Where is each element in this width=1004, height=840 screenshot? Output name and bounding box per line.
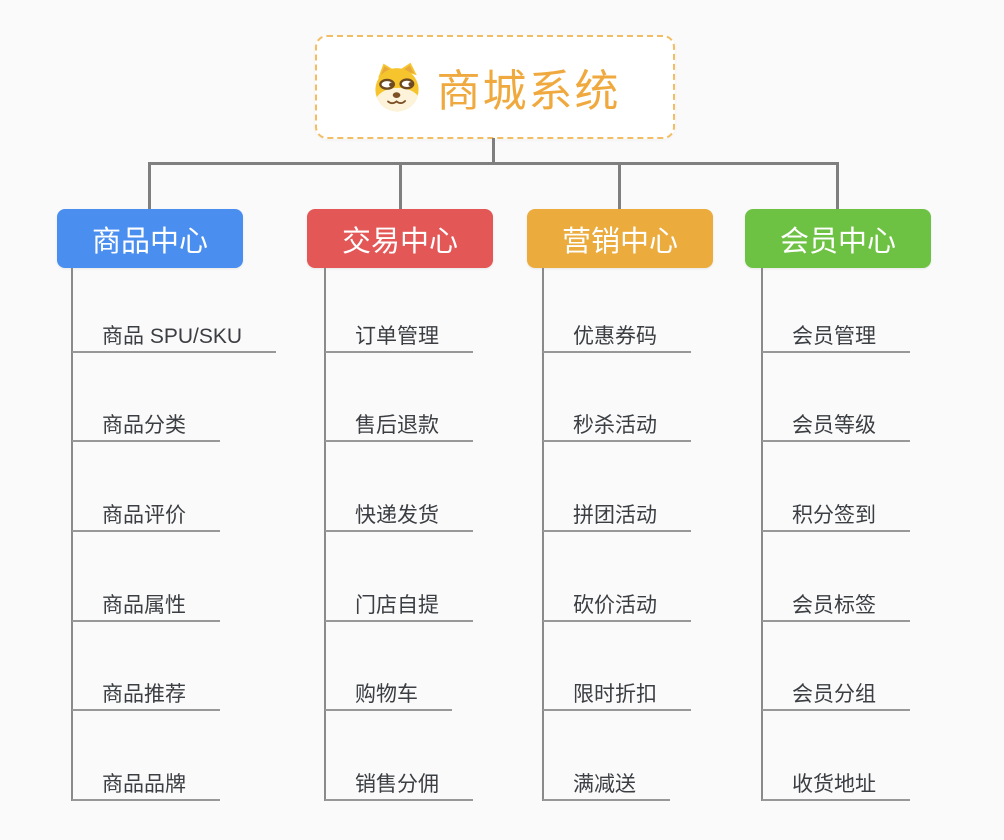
branch-line [324,268,326,801]
branch-node-trade-center[interactable]: 交易中心 [307,209,493,268]
leaf-item[interactable]: 商品分类 [72,406,220,442]
branch-line [71,268,73,801]
branch-node-product-center[interactable]: 商品中心 [57,209,243,268]
branch-node-marketing-center[interactable]: 营销中心 [527,209,713,268]
leaf-item[interactable]: 会员标签 [762,586,910,622]
doge-face-icon [374,62,419,112]
leaf-item[interactable]: 砍价活动 [543,586,691,622]
leaf-item[interactable]: 积分签到 [762,496,910,532]
leaf-item[interactable]: 商品 SPU/SKU [72,317,277,353]
leaf-item[interactable]: 会员分组 [762,675,910,711]
branch-line [761,268,763,801]
leaf-item[interactable]: 购物车 [325,675,452,711]
leaf-item[interactable]: 商品属性 [72,586,220,622]
leaf-item[interactable]: 订单管理 [325,317,473,353]
leaf-item[interactable]: 拼团活动 [543,496,691,532]
connector-horizontal-bar [148,162,839,165]
leaf-item[interactable]: 商品评价 [72,496,220,532]
connector-drop [399,162,402,210]
leaf-item[interactable]: 快递发货 [325,496,473,532]
leaf-item[interactable]: 优惠券码 [543,317,691,353]
leaf-item[interactable]: 门店自提 [325,586,473,622]
branch-line [542,268,544,801]
leaf-item[interactable]: 收货地址 [762,765,910,801]
connector-drop [836,162,839,210]
leaf-item[interactable]: 会员管理 [762,317,910,353]
leaf-item[interactable]: 销售分佣 [325,765,473,801]
leaf-item[interactable]: 商品推荐 [72,675,220,711]
connector-drop [618,162,621,210]
root-title: 商城系统 [436,67,621,116]
leaf-item[interactable]: 限时折扣 [543,675,691,711]
root-node[interactable]: 商城系统 [315,35,675,139]
connector-drop [148,162,151,210]
leaf-item[interactable]: 商品品牌 [72,765,220,801]
leaf-item[interactable]: 会员等级 [762,406,910,442]
leaf-item[interactable]: 秒杀活动 [543,406,691,442]
leaf-item[interactable]: 售后退款 [325,406,473,442]
connector-root-stub [492,138,495,164]
branch-node-member-center[interactable]: 会员中心 [745,209,931,268]
leaf-item[interactable]: 满减送 [543,765,670,801]
